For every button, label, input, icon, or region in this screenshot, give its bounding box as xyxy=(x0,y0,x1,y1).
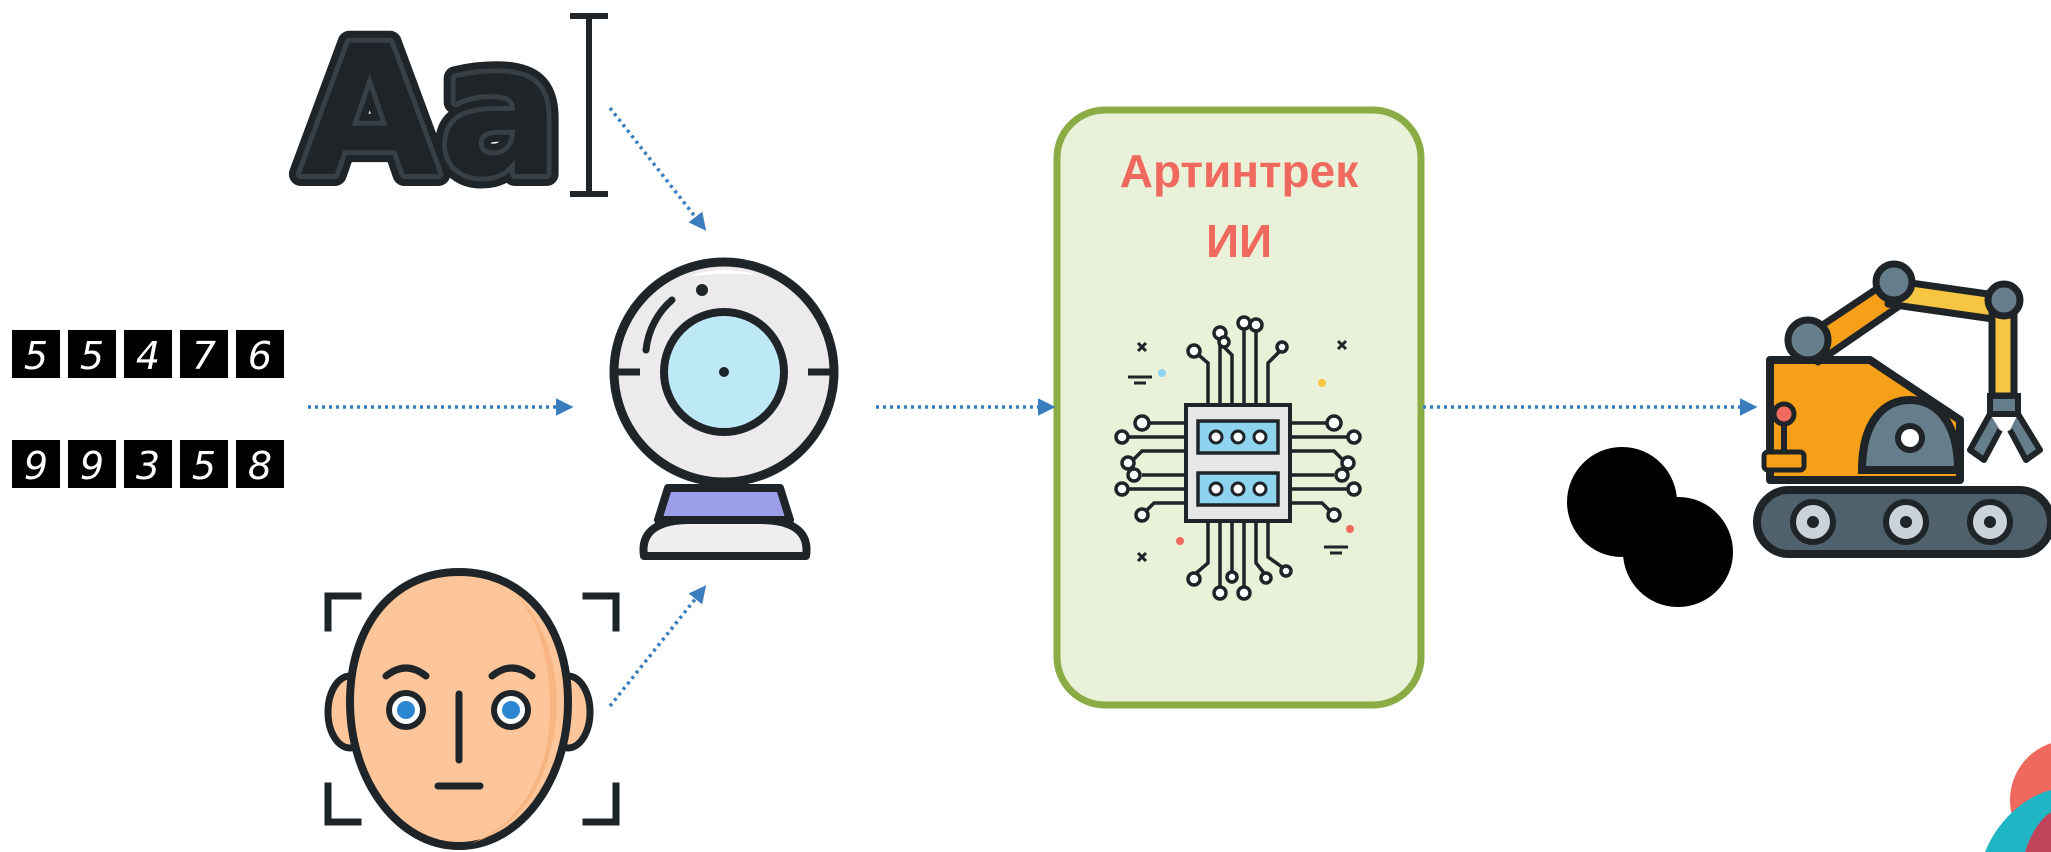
face-recognition-icon xyxy=(324,567,620,851)
digit-cell xyxy=(12,440,60,488)
digit-cell xyxy=(68,330,116,378)
digit-label: 8 xyxy=(248,444,272,488)
digit-label: 6 xyxy=(248,334,272,378)
digit-label: 9 xyxy=(24,444,48,488)
digit-cell xyxy=(68,440,116,488)
robot-arm-icon xyxy=(1753,260,2051,558)
arrow-text-to-camera xyxy=(608,106,707,231)
output-objects xyxy=(1567,447,1733,607)
ai-block-title-line2: ИИ xyxy=(1205,215,1273,267)
digit-cell xyxy=(180,440,228,488)
digit-label: 5 xyxy=(24,334,48,378)
ai-block-title-line1: Артинтрек xyxy=(1119,145,1359,197)
ai-chip-icon xyxy=(1114,315,1362,601)
text-cursor-icon xyxy=(570,13,608,197)
digit-label: 5 xyxy=(80,334,104,378)
face-frame-brackets xyxy=(324,592,620,826)
corner-decoration xyxy=(1985,743,2051,852)
digit-cell xyxy=(236,330,284,378)
flow-arrows xyxy=(308,106,1758,708)
digit-label: 4 xyxy=(136,334,160,378)
digit-label: 7 xyxy=(192,334,216,378)
digit-cell xyxy=(124,440,172,488)
digit-cell xyxy=(12,330,60,378)
digit-label: 9 xyxy=(80,444,104,488)
text-font-icon: Aa Aa xyxy=(288,0,608,229)
digit-cell xyxy=(124,330,172,378)
digit-label: 3 xyxy=(136,444,160,488)
digit-cell xyxy=(180,330,228,378)
digit-cell xyxy=(236,440,284,488)
text-icon-label-fill: Aa xyxy=(300,8,561,217)
text-icon-label: Aa xyxy=(300,8,561,217)
webcam-icon xyxy=(609,257,839,560)
arrow-face-to-camera xyxy=(608,585,707,708)
digit-label: 5 xyxy=(192,444,216,488)
